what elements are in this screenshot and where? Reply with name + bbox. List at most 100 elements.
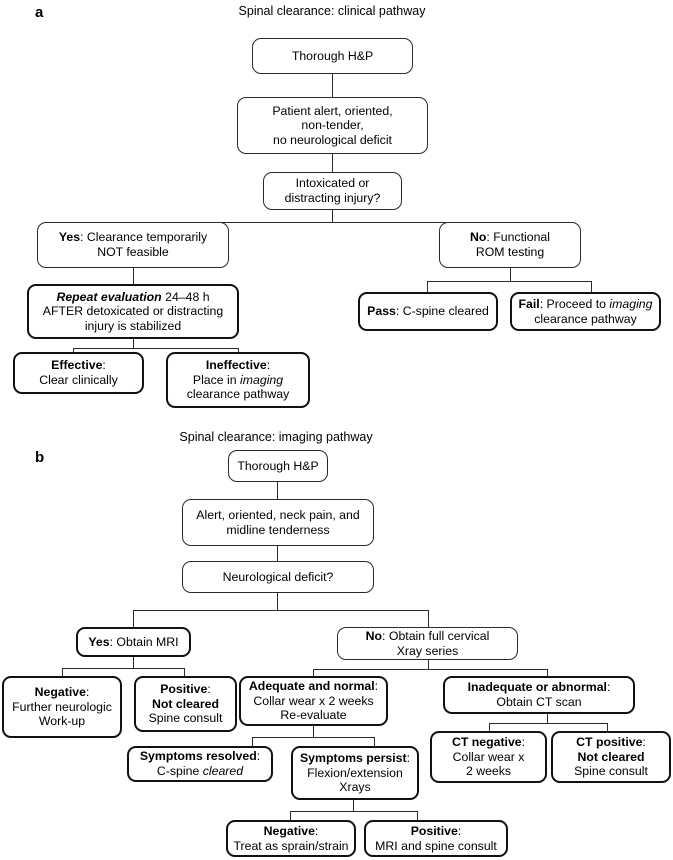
node-lead: No: [365, 628, 383, 643]
node-lead: Repeat evaluation: [56, 289, 162, 304]
node-line-3: Spine consult: [148, 711, 223, 726]
node-line-2: midline tenderness: [226, 522, 330, 537]
node-line-3: injury is stabilized: [84, 318, 182, 333]
node-lead: Yes: [88, 634, 110, 649]
node-lead: Negative: [34, 685, 86, 700]
node-colon: :: [606, 680, 611, 695]
node-no-functional-rom: No: Functional ROM testing: [439, 222, 581, 268]
node-line-2: Collar wear x: [452, 749, 525, 764]
node-lead: Inadequate or abnormal: [467, 680, 607, 695]
node-line-3: clearance pathway: [186, 387, 290, 402]
node-lead: Adequate and normal: [248, 679, 375, 694]
node-line-1a: : Proceed to: [539, 296, 610, 311]
node-line-2: non-tender,: [301, 118, 364, 133]
node-lead: CT positive: [576, 735, 643, 750]
node-colon: :: [102, 358, 106, 373]
connector-b4-split-stem: [133, 657, 135, 669]
node-lead: Negative: [263, 823, 315, 838]
node-line-3: 2 weeks: [465, 764, 512, 779]
node-line-2: MRI and spine consult: [375, 838, 497, 853]
node-line-2: NOT feasible: [97, 245, 169, 259]
node-positive-not-cleared: Positive: Not cleared Spine consult: [134, 676, 237, 732]
node-effective-clear-clinically: Effective: Clear clinically: [13, 352, 144, 394]
connector-a6-drop: [73, 348, 75, 353]
node-line-3: Re-evaluate: [280, 708, 347, 723]
node-line-1: Alert, oriented, neck pain, and: [196, 507, 360, 522]
connector-a5-split-bar: [73, 348, 239, 350]
connector-b5-drop: [62, 668, 64, 676]
node-symptoms-resolved: Symptoms resolved: C-spine cleared: [127, 746, 273, 782]
connector-b2-b3: [277, 546, 279, 561]
node-line-2: Flexion/extension: [307, 765, 403, 780]
node-line-2: Obtain CT scan: [496, 695, 582, 709]
connector-b8-drop: [313, 669, 315, 676]
node-symptoms-persist: Symptoms persist: Flexion/extension Xray…: [291, 746, 419, 800]
node-inadequate-or-abnormal: Inadequate or abnormal: Obtain CT scan: [443, 676, 635, 714]
node-intoxicated-question: Intoxicated or distracting injury?: [263, 172, 402, 210]
node-line-2: AFTER detoxicated or distracting: [42, 304, 224, 319]
connector-a10-drop: [591, 281, 593, 292]
connector-b9-drop: [547, 669, 549, 676]
node-no-obtain-xray-series: No: Obtain full cervical Xray series: [337, 627, 518, 660]
node-thorough-hp-b: Thorough H&P: [228, 450, 328, 482]
node-line-1: Intoxicated or: [295, 176, 370, 191]
panel-b-title: Spinal clearance: imaging pathway: [179, 430, 373, 444]
node-lead: Fail: [518, 296, 540, 311]
node-repeat-evaluation: Repeat evaluation 24–48 h AFTER detoxica…: [27, 284, 239, 339]
node-text: Neurological deficit?: [222, 569, 334, 584]
node-line-2b: imaging: [240, 372, 284, 387]
node-line-1: : Functional: [486, 230, 550, 245]
node-line-2b: cleared: [202, 764, 244, 778]
connector-b7-drop: [428, 610, 430, 627]
node-lead: Ineffective: [205, 358, 267, 373]
node-line-2: Further neurologic: [12, 699, 112, 714]
node-text: Thorough H&P: [291, 48, 374, 63]
node-adequate-and-normal: Adequate and normal: Collar wear x 2 wee…: [239, 676, 388, 726]
node-line-3: no neurological deficit: [273, 132, 392, 147]
connector-a2-a3: [332, 154, 334, 172]
node-lead: Positive: [160, 682, 208, 697]
node-flexion-negative: Negative: Treat as sprain/strain: [226, 820, 356, 857]
connector-a7-drop: [238, 348, 240, 353]
node-line-2: distracting injury?: [284, 191, 381, 205]
node-colon: :: [521, 735, 526, 750]
connector-a3-split-stem: [332, 210, 334, 223]
node-alert-oriented-neck-pain: Alert, oriented, neck pain, and midline …: [182, 499, 374, 546]
connector-b4-split-bar: [62, 668, 185, 670]
connector-b11-drop: [374, 737, 376, 746]
node-yes-clearance-not-feasible: Yes: Clearance temporarily NOT feasible: [37, 222, 229, 268]
connector-b3-split-bar: [133, 610, 429, 612]
connector-b15-drop: [417, 811, 419, 820]
node-line-2: Not cleared: [577, 749, 645, 764]
connector-b4-drop: [133, 610, 135, 627]
panel-a-title: Spinal clearance: clinical pathway: [238, 4, 426, 18]
node-line-2: clearance pathway: [534, 311, 637, 326]
connector-a8-split-stem: [510, 268, 512, 282]
node-colon: :: [266, 358, 271, 373]
node-thorough-hp-a: Thorough H&P: [252, 38, 413, 74]
node-line-2a: Place in: [192, 372, 241, 387]
node-line-2: Not cleared: [152, 696, 219, 711]
connector-b9-split-stem: [547, 714, 549, 724]
node-colon: :: [85, 685, 90, 700]
node-colon: :: [457, 823, 462, 838]
node-line-1: : Obtain MRI: [109, 634, 179, 649]
node-colon: :: [642, 735, 646, 750]
node-line-2: ROM testing: [475, 245, 545, 259]
node-line-1b: imaging: [609, 296, 653, 311]
node-lead: Pass: [367, 304, 396, 319]
node-ct-positive: CT positive: Not cleared Spine consult: [551, 731, 671, 783]
node-line-1: : Clearance temporarily: [80, 230, 208, 245]
node-colon: :: [406, 751, 411, 766]
node-colon: :: [314, 823, 319, 838]
node-yes-obtain-mri: Yes: Obtain MRI: [76, 627, 191, 657]
connector-b6-drop: [184, 668, 186, 676]
node-lead: Effective: [51, 358, 103, 373]
connector-b3-split-stem: [277, 593, 279, 611]
node-line-3: Xrays: [339, 780, 371, 795]
node-lead: Symptoms persist: [299, 751, 407, 766]
node-line-2: Xray series: [396, 643, 459, 658]
node-pass-cspine-cleared: Pass: C-spine cleared: [358, 292, 498, 331]
node-line-3: Work-up: [38, 714, 86, 729]
